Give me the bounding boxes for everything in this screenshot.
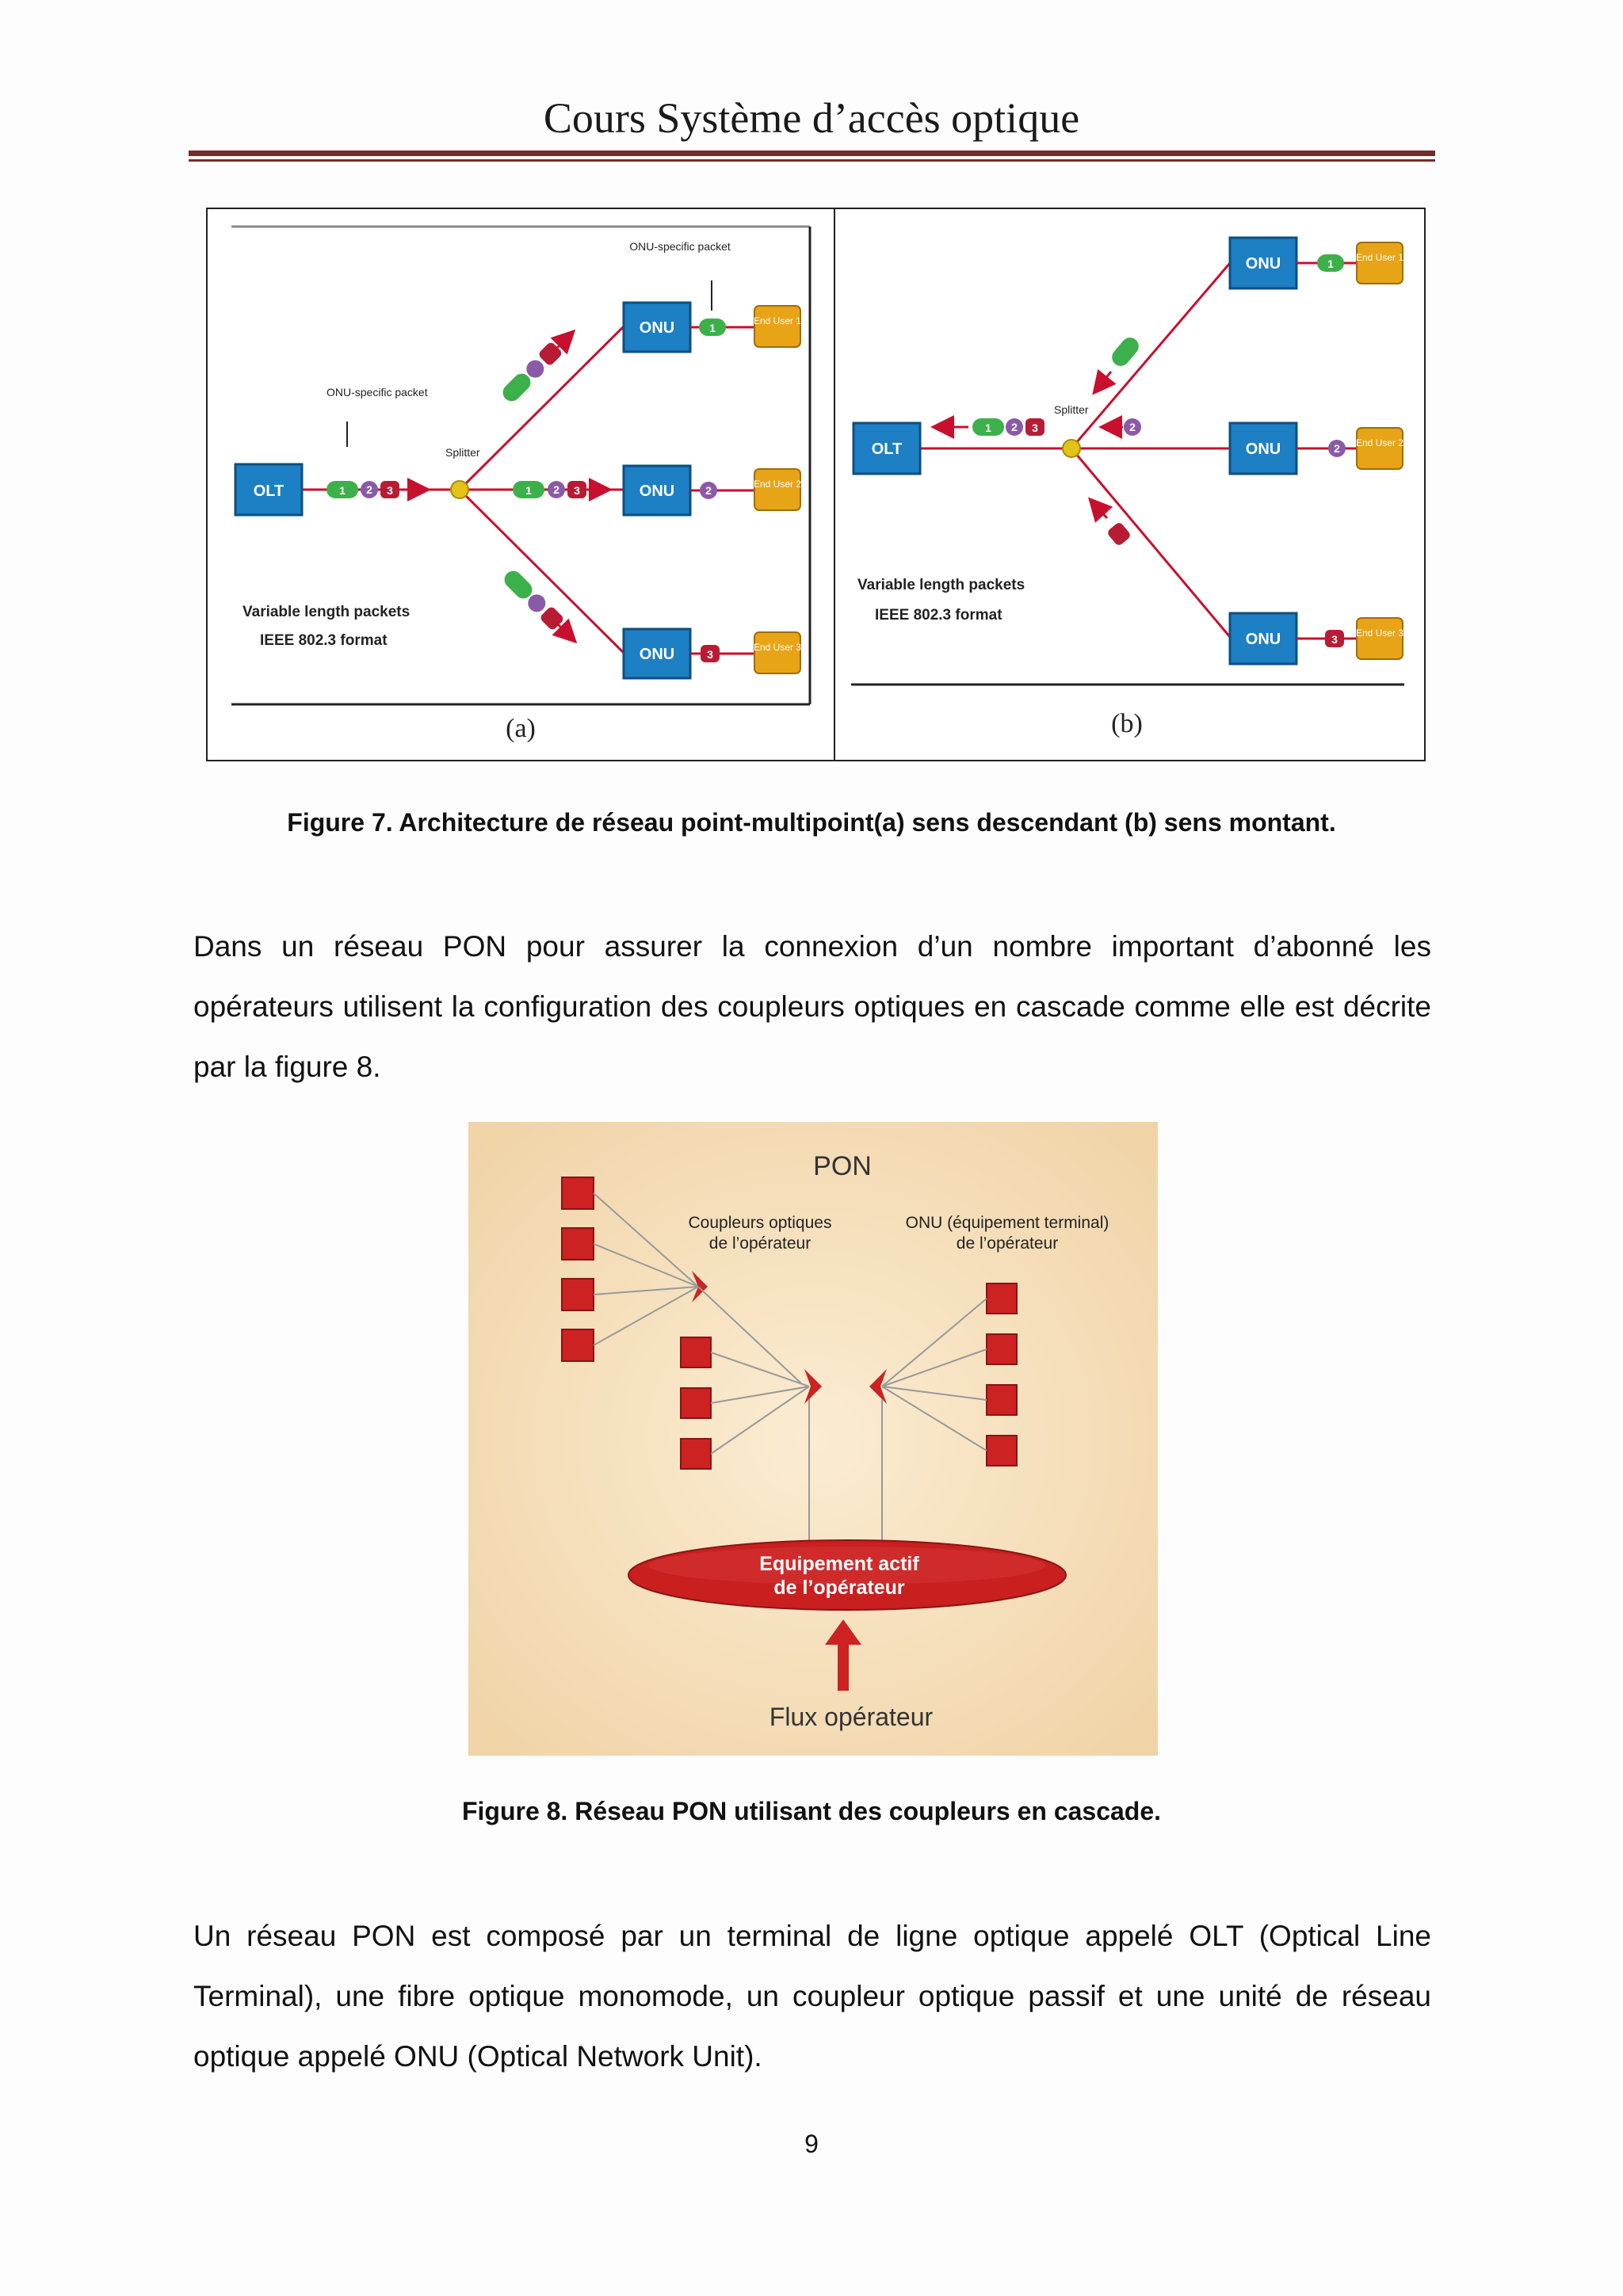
header-title: Cours Système d’accès optique [543, 94, 1080, 142]
figure-7-caption: Figure 7. Architecture de réseau point-m… [287, 808, 1336, 837]
panel-a-onu-3: ONU [640, 646, 674, 663]
panel-b-end-user-2: End User 2 [1356, 437, 1403, 448]
svg-text:3: 3 [1331, 633, 1338, 646]
svg-text:2: 2 [1129, 421, 1136, 433]
panel-a-variable-length: Variable length packets [242, 604, 410, 620]
panel-a-onu-specific-top: ONU-specific packet [629, 240, 731, 253]
figure-8-caption: Figure 8. Réseau PON utilisant des coupl… [461, 1797, 1162, 1825]
panel-b-variable-length: Variable length packets [857, 577, 1025, 593]
figure-8-onu-label-1: ONU (équipement terminal) [906, 1214, 1109, 1232]
svg-text:2: 2 [705, 484, 712, 497]
svg-text:3: 3 [574, 484, 580, 497]
figure-8-active-equipment-1: Equipement actif [759, 1553, 919, 1575]
panel-b-onu-2: ONU [1246, 441, 1281, 458]
figure-8-flux: Flux opérateur [769, 1703, 934, 1731]
figure-7: OLT ONU ONU ONU 1 2 3 End User 1 End Use… [206, 208, 1426, 761]
panel-a-onu-1: ONU [640, 319, 674, 337]
panel-a-label: (a) [506, 714, 536, 743]
figure-7-divider [834, 209, 835, 760]
svg-text:2: 2 [366, 483, 372, 496]
svg-text:2: 2 [1334, 442, 1340, 455]
panel-a-end-user-2: End User 2 [754, 479, 801, 490]
panel-b-end-user-1: End User 1 [1356, 252, 1403, 263]
svg-text:1: 1 [1327, 257, 1334, 270]
svg-text:1: 1 [339, 484, 346, 497]
page-number: 9 [804, 2130, 819, 2158]
figure-8: PON Coupleurs optiques de l’opérateur ON… [468, 1122, 1158, 1756]
svg-text:1: 1 [709, 322, 716, 334]
figure-8-onu-label-2: de l’opérateur [957, 1234, 1058, 1253]
figure-8-title: PON [813, 1151, 872, 1181]
svg-text:3: 3 [1032, 421, 1038, 434]
panel-a-end-user-1: End User 1 [754, 315, 801, 326]
panel-a-splitter-label: Splitter [445, 446, 480, 459]
panel-b-splitter-label: Splitter [1054, 403, 1089, 416]
panel-a-ieee-format: IEEE 802.3 format [260, 632, 388, 649]
panel-a-end-user-3: End User 3 [754, 642, 801, 653]
panel-b-end-user-3: End User 3 [1356, 627, 1403, 639]
panel-a-onu-specific-left: ONU-specific packet [327, 386, 428, 399]
figure-8-active-equipment-2: de l’opérateur [773, 1577, 905, 1599]
panel-a-onu-2: ONU [640, 482, 674, 500]
panel-b-olt: OLT [872, 441, 903, 458]
figure-7-diagram: OLT ONU ONU ONU 1 2 3 End User 1 End Use… [231, 225, 1404, 743]
header-rule [189, 151, 1435, 156]
svg-text:2: 2 [1011, 421, 1018, 433]
panel-b-ieee-format: IEEE 802.3 format [875, 607, 1002, 624]
figure-8-diagram: PON Coupleurs optiques de l’opérateur ON… [468, 1122, 1158, 1756]
svg-text:1: 1 [525, 484, 532, 497]
paragraph-2: Un réseau PON est composé par un termina… [193, 1920, 1431, 2073]
panel-b-label: (b) [1111, 709, 1143, 738]
panel-b-onu-1: ONU [1246, 255, 1281, 273]
svg-text:2: 2 [553, 483, 559, 496]
svg-text:3: 3 [707, 648, 713, 661]
figure-8-couplers-label-2: de l’opérateur [709, 1234, 811, 1253]
svg-text:3: 3 [387, 484, 393, 497]
paragraph-1: Dans un réseau PON pour assurer la conne… [193, 930, 1431, 1083]
panel-a-olt: OLT [254, 482, 285, 500]
figure-8-couplers-label-1: Coupleurs optiques [689, 1214, 832, 1232]
svg-text:1: 1 [985, 421, 991, 434]
panel-b-onu-3: ONU [1246, 631, 1281, 648]
header-rule-thin [189, 159, 1435, 162]
